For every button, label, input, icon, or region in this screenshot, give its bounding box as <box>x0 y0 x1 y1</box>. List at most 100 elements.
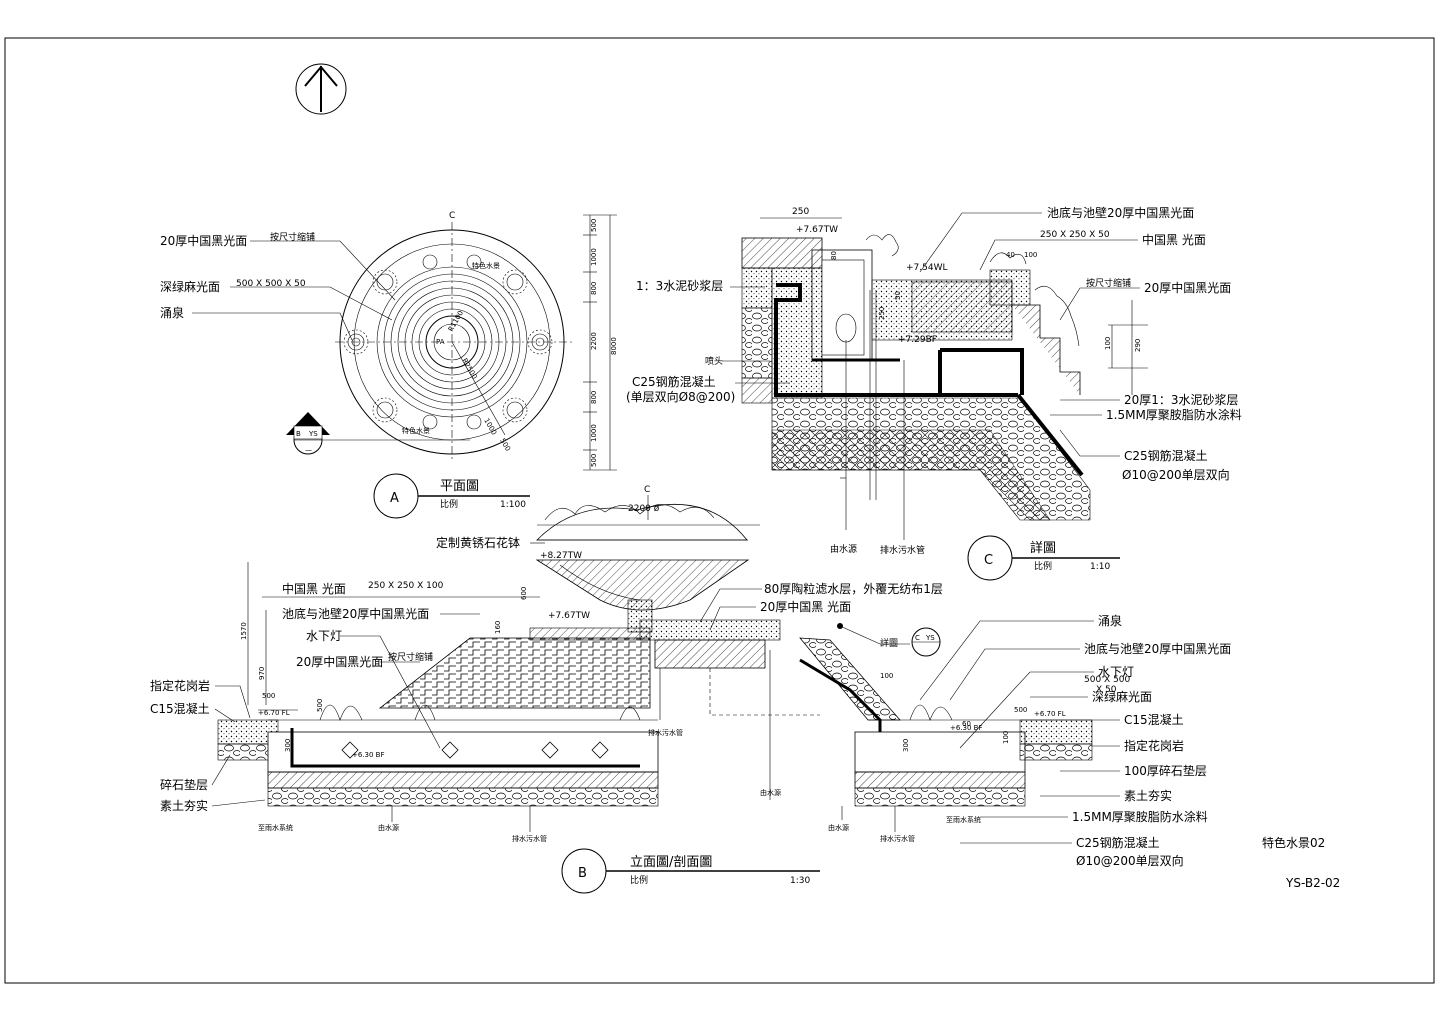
section-centerline-mark: C <box>644 485 650 495</box>
section-label-gravel-r: 100厚碎石垫层 <box>1124 763 1207 778</box>
svg-text:500: 500 <box>590 454 598 467</box>
plan-label-tile-size: 500 X 500 X 50 <box>236 279 306 289</box>
detail-label-tile: 250 X 250 X 50 <box>1040 230 1110 240</box>
detail-dim-50: 50 <box>894 291 902 300</box>
section-label-black-face: 中国黑 光面 <box>282 581 346 596</box>
section-bottom-label-5: 排水污水管 <box>648 728 683 737</box>
svg-text:2200: 2200 <box>590 332 598 350</box>
svg-text:1000: 1000 <box>590 424 598 442</box>
plan-center-text: PA <box>436 338 445 346</box>
section-label-pool-finish: 池底与池壁20厚中国黑光面 <box>282 606 429 621</box>
detail-scale: 1:10 <box>1090 562 1110 572</box>
plan-label-fountain: 涌泉 <box>160 306 184 320</box>
section-label-fountain: 涌泉 <box>1098 614 1122 628</box>
plan-total-dimension: 8000 <box>610 337 618 355</box>
plan-radius-3: 1000 <box>482 417 498 436</box>
section-label-gravel: 碎石垫层 <box>160 777 208 792</box>
sheet-border <box>4 37 1435 984</box>
section-elev-fl-left: +6.70 FL <box>258 709 290 717</box>
section-label-black-20-top: 20厚中国黑 光面 <box>760 599 851 614</box>
svg-text:YS: YS <box>308 430 318 438</box>
section-dim-1570: 1570 <box>240 622 248 640</box>
section-dim-970: 970 <box>258 667 266 680</box>
section-dim-300b: 300 <box>902 739 910 752</box>
section-label-soil: 素土夯实 <box>160 798 208 813</box>
section-bottom-label-6: 排水污水管 <box>880 834 915 843</box>
detail-elev-bf: +7.29BF <box>898 335 937 345</box>
section-elev-bf-right: +6.30 BF <box>950 724 983 732</box>
section-dim-500b: 500 <box>316 699 324 712</box>
section-label-tile-r2: X 50 <box>1096 685 1117 695</box>
detail-label-mortar: 1：3水泥砂浆层 <box>636 278 723 293</box>
plan-feature-label-bottom: 特色水景 <box>402 426 430 435</box>
section-view-b: 2200 ø C <box>150 485 1231 894</box>
plan-view-a: C PA R1100 R2500 1000 500 特色水景 特色水景 20厚中… <box>160 211 618 519</box>
plan-scale: 1:100 <box>500 500 526 510</box>
plan-feature-label-top: 特色水景 <box>472 261 500 270</box>
plan-label-cut-to-size: 按尺寸缩铺 <box>270 231 315 243</box>
svg-text:800: 800 <box>590 282 598 295</box>
section-dim-160: 160 <box>494 621 502 634</box>
section-detail-callout: C YS <box>911 627 941 657</box>
section-bottom-label-3: 排水污水管 <box>512 834 547 843</box>
section-label-detail: 詳圖 <box>880 637 898 649</box>
section-left-lights <box>341 741 609 759</box>
section-label-c15-r: C15混凝土 <box>1124 712 1184 727</box>
section-label-black-20: 20厚中国黑光面 <box>296 654 383 669</box>
section-elev-tw-top: +8.27TW <box>540 551 582 561</box>
plan-title: 平面圖 <box>440 479 479 494</box>
detail-label-mortar-20: 20厚1：3水泥砂浆层 <box>1124 392 1239 407</box>
section-bottom-label-4: 由水源 <box>760 788 781 797</box>
section-label-c25-r: C25钢筋混凝土 <box>1076 835 1160 850</box>
section-bottom-label-7: 由水源 <box>828 823 849 832</box>
section-label-green-r: 深绿麻光面 <box>1092 689 1152 704</box>
detail-dim-250: 250 <box>792 207 809 217</box>
section-label-filter: 80厚陶粒滤水层，外覆无纺布1层 <box>764 581 943 596</box>
svg-text:—: — <box>305 446 312 454</box>
plan-radius-1: R1100 <box>447 309 465 333</box>
section-dim-100b: 100 <box>1002 731 1010 744</box>
detail-dim-40: 40 <box>1006 251 1015 259</box>
section-elev-tw: +7.67TW <box>548 611 590 621</box>
section-bottom-label-8: 至雨水系统 <box>946 815 981 824</box>
detail-dim-80: 80 <box>830 251 838 260</box>
section-elev-fl-right: +6.70 FL <box>1034 710 1066 718</box>
section-dim-600: 600 <box>520 587 528 600</box>
section-label-underwater-light: 水下灯 <box>306 629 342 643</box>
section-label-soil-r: 素土夯实 <box>1124 788 1172 803</box>
detail-marker: C <box>984 553 993 568</box>
section-label-tile-size: 250 X 250 X 100 <box>368 581 444 591</box>
detail-title: 詳圖 <box>1030 540 1056 556</box>
detail-dim-290: 290 <box>1134 339 1142 352</box>
detail-label-c25: C25钢筋混凝土 <box>1124 448 1208 463</box>
detail-water-source: 由水源 <box>830 543 857 555</box>
section-marker: B <box>578 866 587 881</box>
section-scale: 1:30 <box>790 876 810 886</box>
detail-label-black-20: 20厚中国黑光面 <box>1144 280 1231 295</box>
plan-centerline-mark: C <box>449 211 455 221</box>
detail-dim-100b: 100 <box>1104 337 1112 350</box>
section-dim-60: 60 <box>962 720 971 728</box>
plan-label-green-granite: 深绿麻光面 <box>160 279 220 294</box>
svg-text:1000: 1000 <box>590 248 598 266</box>
plan-section-marker: B YS — <box>286 412 470 455</box>
detail-elev-wl: +7.54WL <box>906 263 948 273</box>
detail-label-pool-finish: 池底与池壁20厚中国黑光面 <box>1047 205 1194 220</box>
project-title: 特色水景02 <box>1262 835 1325 850</box>
detail-elev-tw: +7.67TW <box>796 225 838 235</box>
north-arrow-icon <box>295 63 347 115</box>
detail-label-rebar-10: Ø10@200单层双向 <box>1122 467 1230 482</box>
section-label-light-r: 水下灯 <box>1098 665 1134 679</box>
detail-dim-100a: 100 <box>1024 251 1037 259</box>
section-label-pool-finish-r: 池底与池壁20厚中国黑光面 <box>1084 641 1231 656</box>
detail-view-c: 250 +7.67TW +7.54WL +7.29BF 40 100 100 2… <box>626 205 1242 581</box>
detail-label-concrete: C25钢筋混凝土 <box>632 374 716 389</box>
section-label-planter: 定制黄锈石花钵 <box>436 535 520 550</box>
section-elev-bf-left: +6.30 BF <box>352 751 385 759</box>
section-top-dim: 2200 ø <box>628 504 660 514</box>
section-label-c15: C15混凝土 <box>150 701 210 716</box>
detail-label-cut: 按尺寸缩铺 <box>1086 277 1131 289</box>
plan-radius-4: 500 <box>498 437 512 453</box>
svg-text:B: B <box>296 430 301 438</box>
